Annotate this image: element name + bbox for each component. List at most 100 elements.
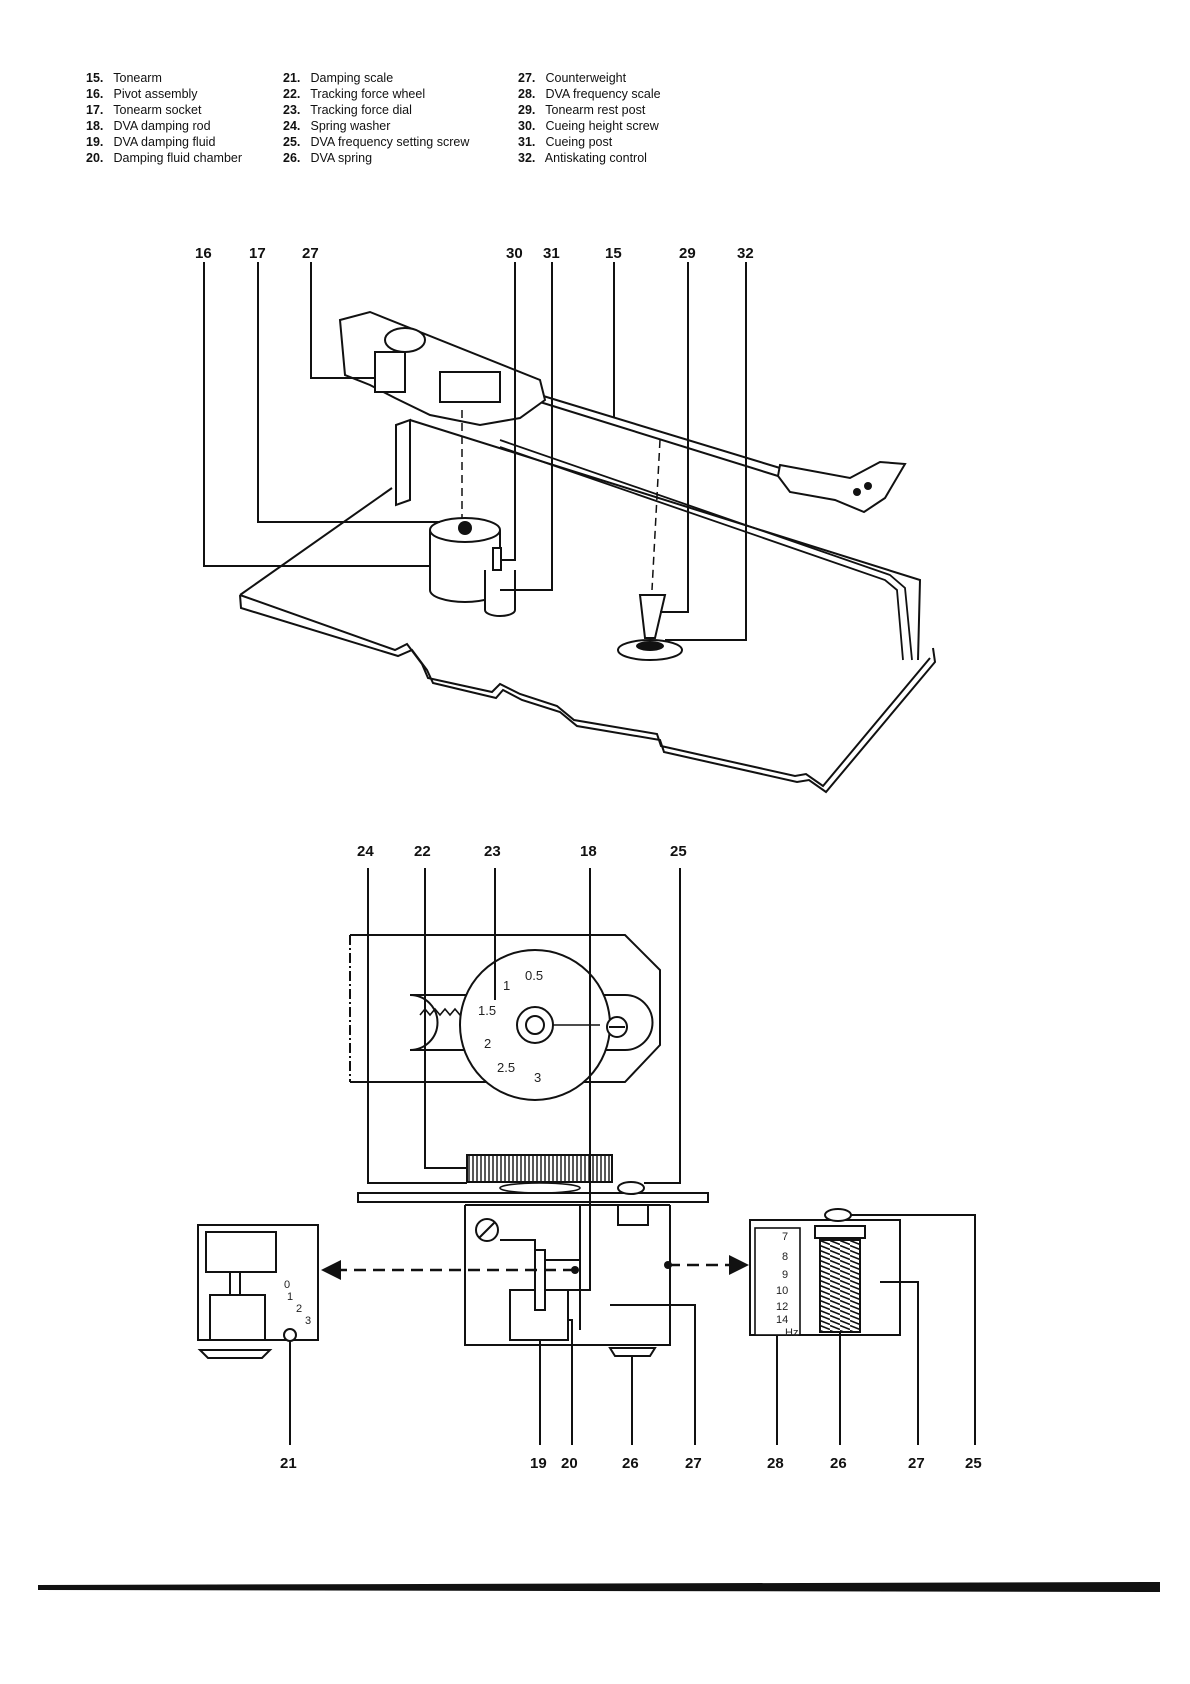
antiskating-knob: [636, 641, 664, 651]
legend-item: 31. Cueing post: [518, 134, 661, 150]
legend-item: 23. Tracking force dial: [283, 102, 469, 118]
callout-20: 20: [561, 1455, 578, 1472]
legend-label: Cueing height screw: [545, 119, 659, 133]
turntable-plinth: [239, 487, 937, 794]
legend-label: DVA frequency scale: [545, 87, 661, 101]
frequency-label-9: 9: [782, 1269, 788, 1281]
legend-label: DVA spring: [310, 151, 373, 165]
legend-number: 16.: [86, 87, 104, 101]
callout-25: 25: [965, 1455, 982, 1472]
callout-27: 27: [908, 1455, 925, 1472]
legend-label: Spring washer: [310, 119, 391, 133]
dial-label-0.5: 0.5: [525, 968, 543, 983]
legend-number: 32.: [518, 151, 536, 165]
arm-lift-bar: [499, 439, 913, 661]
legend-number: 26.: [283, 151, 301, 165]
legend-label: Tonearm: [113, 71, 162, 85]
damping-housing: [464, 1204, 671, 1346]
legend-item: 20. Damping fluid chamber: [86, 150, 242, 166]
legend-number: 31.: [518, 135, 536, 149]
top-assembly-view: 16 17 27 30 31 15 29 32: [195, 245, 937, 794]
legend-label: Cueing post: [545, 135, 613, 149]
frequency-label-8: 8: [782, 1251, 788, 1263]
damping-scale-label-3: 3: [305, 1315, 311, 1327]
callout-28: 28: [767, 1455, 784, 1472]
damping-scale-base: [197, 1349, 273, 1359]
legend-item: 17. Tonearm socket: [86, 102, 242, 118]
callout-24: 24: [357, 843, 374, 860]
dial-label-1: 1: [503, 978, 510, 993]
frequency-label-7: 7: [782, 1231, 788, 1243]
tracking-force-wheel: [466, 1154, 613, 1183]
callout-21: 21: [280, 1455, 297, 1472]
arm-board-wall: [395, 418, 922, 661]
legend-item: 26. DVA spring: [283, 150, 469, 166]
legend-number: 19.: [86, 135, 104, 149]
parts-legend: 15. Tonearm 16. Pivot assembly 17. Tonea…: [86, 70, 726, 170]
legend-item: 16. Pivot assembly: [86, 86, 242, 102]
callout-22: 22: [414, 843, 431, 860]
cartridge-screw: [864, 482, 872, 490]
legend-item: 15. Tonearm: [86, 70, 242, 86]
legend-item: 27. Counterweight: [518, 70, 661, 86]
frequency-label-14: 14: [776, 1314, 788, 1326]
frequency-label-12: 12: [776, 1301, 788, 1313]
legend-label: Tonearm socket: [113, 103, 202, 117]
callout-23: 23: [484, 843, 501, 860]
frequency-screw: [617, 1181, 645, 1195]
pivot-bearing: [439, 371, 501, 403]
frequency-scale-window: [754, 1227, 801, 1336]
damping-scale-cup: [209, 1294, 266, 1341]
callout-25: 25: [670, 843, 687, 860]
legend-label: DVA damping rod: [113, 119, 211, 133]
damping-scale-cap: [205, 1231, 277, 1273]
legend-number: 23.: [283, 103, 301, 117]
callout-30: 30: [506, 245, 523, 262]
frequency-scale-screw: [824, 1208, 852, 1222]
legend-column-2: 21. Damping scale 22. Tracking force whe…: [283, 70, 469, 166]
legend-number: 29.: [518, 103, 536, 117]
dva-spring: [819, 1239, 861, 1333]
damping-scale-label-2: 2: [296, 1303, 302, 1315]
bottom-section-view: 0.5 1 1.5 2 2.5 3 0 1 2 3: [197, 843, 982, 1472]
legend-number: 21.: [283, 71, 301, 85]
damping-scale-label-0: 0: [284, 1279, 290, 1291]
legend-label: Tonearm rest post: [545, 103, 646, 117]
mounting-plate: [357, 1192, 709, 1203]
legend-number: 22.: [283, 87, 301, 101]
damping-rod: [534, 1249, 546, 1311]
legend-label: DVA damping fluid: [113, 135, 216, 149]
headshell: [776, 460, 907, 514]
legend-number: 20.: [86, 151, 104, 165]
rest-guide-line: [651, 439, 661, 591]
legend-item: 30. Cueing height screw: [518, 118, 661, 134]
callout-27: 27: [685, 1455, 702, 1472]
callout-15: 15: [605, 245, 622, 262]
legend-label: Damping scale: [310, 71, 394, 85]
housing-pillar: [617, 1204, 649, 1226]
dial-label-1.5: 1.5: [478, 1003, 496, 1018]
callout-27: 27: [302, 245, 319, 262]
legend-label: Pivot assembly: [113, 87, 198, 101]
arrow-origin-dot: [664, 1261, 672, 1269]
legend-number: 24.: [283, 119, 301, 133]
arrow-origin-dot: [571, 1266, 579, 1274]
dva-spring-center: [608, 1347, 657, 1357]
callout-18: 18: [580, 843, 597, 860]
legend-label: Antiskating control: [544, 151, 647, 165]
legend-label: Tracking force dial: [310, 103, 412, 117]
damping-scale-indicator: [283, 1328, 297, 1342]
top-leader-lines: [203, 262, 747, 641]
legend-column-3: 27. Counterweight 28. DVA frequency scal…: [518, 70, 661, 166]
callout-26: 26: [622, 1455, 639, 1472]
legend-number: 18.: [86, 119, 104, 133]
legend-number: 15.: [86, 71, 104, 85]
bottom-leader-lines: [289, 868, 976, 1445]
callout-16: 16: [195, 245, 212, 262]
legend-label: DVA frequency setting screw: [310, 135, 470, 149]
legend-column-1: 15. Tonearm 16. Pivot assembly 17. Tonea…: [86, 70, 242, 166]
wheel-washer: [499, 1182, 581, 1194]
callout-26: 26: [830, 1455, 847, 1472]
dial-label-3: 3: [534, 1070, 541, 1085]
